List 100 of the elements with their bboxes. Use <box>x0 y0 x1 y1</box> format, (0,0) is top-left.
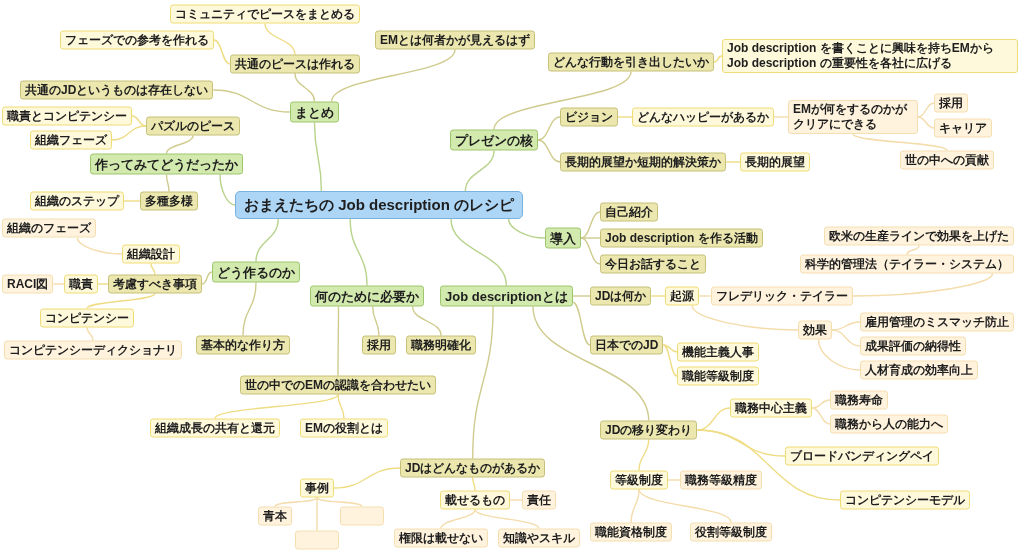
connector-line <box>131 115 147 127</box>
central-topic-box: おまえたちの Job description のレシピ <box>235 191 523 219</box>
connector-line <box>572 301 591 346</box>
connector-line <box>713 55 723 63</box>
topic-box: 起源 <box>665 286 699 306</box>
connector-line <box>493 70 632 131</box>
connector-line <box>337 393 345 420</box>
topic-box: 職務明確化 <box>406 335 476 355</box>
connector-line <box>638 488 732 524</box>
topic-box: 今日お話すること <box>600 254 706 274</box>
connector-line <box>696 429 841 501</box>
connector-line <box>150 262 156 276</box>
topic-box: 権限は載せない <box>394 528 488 548</box>
connector-line <box>617 116 633 118</box>
connector-line <box>294 72 316 103</box>
connector-line <box>464 149 495 192</box>
connector-line <box>411 305 442 337</box>
topic-box: 組織のステップ <box>30 191 124 211</box>
topic-box: どう作るのか <box>212 261 300 283</box>
connector-line <box>630 488 640 524</box>
topic-box: 長期的展望か短期的解決策か <box>560 152 726 172</box>
topic-box: 等級制度 <box>610 470 668 490</box>
blank-box <box>340 506 384 526</box>
connector-line <box>165 134 194 155</box>
topic-box: 人材育成の効率向上 <box>860 360 978 380</box>
connector-line <box>76 236 123 255</box>
connector-line <box>201 271 213 285</box>
topic-box: 共通のJDというものは存在しない <box>20 80 214 100</box>
topic-box: 職務等級精度 <box>680 470 762 490</box>
topic-box: 科学的管理法（テイラー・システム） <box>800 254 1014 274</box>
connector-line <box>811 399 831 409</box>
connector-line <box>123 200 141 202</box>
topic-box: 世の中でのEMの認識を合わせたい <box>240 375 436 395</box>
connector-line <box>213 39 231 65</box>
connector-line <box>472 305 494 460</box>
topic-box: Job description を書くことに興味を持ちEMから Job description の重要性を各社に広げる <box>722 39 1018 73</box>
topic-box: 多種多様 <box>140 191 198 211</box>
topic-box: 世の中への貢献 <box>900 150 994 170</box>
topic-box: 職務中心主義 <box>730 398 812 418</box>
connector-line <box>580 211 601 239</box>
connector-line <box>274 496 318 508</box>
connector-line <box>165 173 170 193</box>
connector-line <box>580 237 601 239</box>
topic-box: フレデリック・テイラー <box>711 286 853 306</box>
connector-line <box>852 133 948 152</box>
topic-box: コミュニティでピースをまとめる <box>170 4 360 24</box>
topic-box: 作ってみてどうだったか <box>90 153 243 175</box>
topic-box: 職務寿命 <box>830 390 888 410</box>
connector-line <box>316 496 318 532</box>
connector-line <box>831 329 861 347</box>
connector-line <box>337 305 340 377</box>
connector-line <box>86 292 156 310</box>
connector-line <box>440 508 476 530</box>
topic-box: 基本的な作り方 <box>196 335 290 355</box>
connector-line <box>917 102 935 118</box>
topic-box: EMの役割とは <box>300 418 388 438</box>
topic-box: 成果評価の納得性 <box>860 336 966 356</box>
connector-line <box>349 218 368 287</box>
topic-box: 知識やスキル <box>498 528 580 548</box>
topic-box: 日本でのJD <box>590 335 664 355</box>
topic-box: まとめ <box>290 101 339 123</box>
connector-line <box>372 305 380 337</box>
topic-box: RACI図 <box>2 274 54 294</box>
topic-box: 欧米の生産ラインで効果を上げた <box>824 226 1014 246</box>
connector-line <box>917 116 935 129</box>
topic-box: どんなハッピーがあるか <box>632 107 774 127</box>
topic-box: 職責 <box>64 274 98 294</box>
topic-box: 組織フェーズ <box>30 130 112 150</box>
topic-box: コンピテンシー <box>40 308 134 328</box>
connector-line <box>532 305 650 422</box>
topic-box: 責任 <box>522 490 556 510</box>
connector-line <box>773 116 789 118</box>
connector-line <box>638 438 650 472</box>
connector-line <box>509 499 523 501</box>
connector-line <box>214 393 339 420</box>
connector-line <box>537 139 561 163</box>
connector-line <box>52 283 65 285</box>
topic-box: 雇用管理のミスマッチ防止 <box>860 312 1014 332</box>
topic-box: 採用 <box>362 335 396 355</box>
topic-box: JDはどんなものがあるか <box>400 458 546 478</box>
topic-box: パズルのピース <box>146 116 240 136</box>
connector-line <box>852 272 994 297</box>
topic-box: 導入 <box>545 227 581 249</box>
topic-box: 組織設計 <box>122 244 180 264</box>
topic-box: キャリア <box>934 118 992 138</box>
connector-line <box>662 344 678 377</box>
topic-box: 載せるもの <box>440 490 510 510</box>
connector-line <box>817 338 861 371</box>
topic-box: フェーズでの参考を作れる <box>60 30 214 50</box>
topic-box: コンピテンシーディクショナリ <box>4 340 182 360</box>
blank-box <box>295 530 339 550</box>
topic-box: 効果 <box>798 320 832 340</box>
topic-box: 組織のフェーズ <box>2 218 96 238</box>
topic-box: どんな行動を引き出したいか <box>548 52 714 72</box>
topic-box: ブロードバンディングペイ <box>785 446 939 466</box>
connector-line <box>580 237 601 265</box>
topic-box: 自己紹介 <box>600 202 658 222</box>
topic-box: 職責とコンピテンシー <box>2 106 132 126</box>
topic-box: 採用 <box>934 93 968 113</box>
topic-box: 考慮すべき事項 <box>108 274 202 294</box>
